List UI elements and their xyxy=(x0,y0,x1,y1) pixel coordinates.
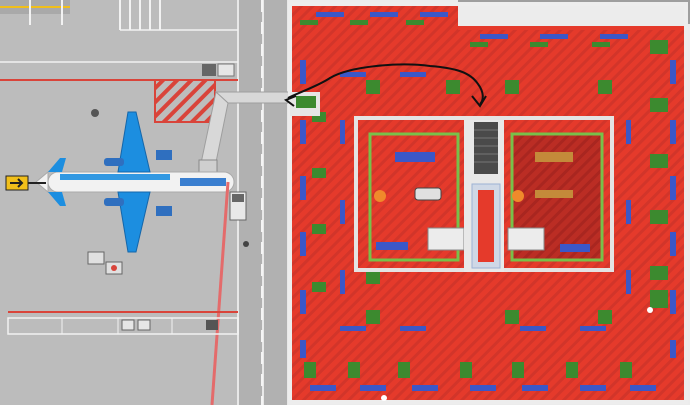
annotation-arrowhead-right xyxy=(471,95,487,108)
lounge-left-desk xyxy=(427,227,465,251)
planters-bottom xyxy=(304,362,632,378)
lounge-left-table xyxy=(414,187,442,201)
airplane-icon[interactable] xyxy=(35,111,235,253)
planters-top xyxy=(300,20,610,47)
marker-dot-2 xyxy=(243,241,249,247)
equipment-parking xyxy=(7,311,239,335)
gate-planter xyxy=(296,96,316,108)
fire-icon-left xyxy=(374,190,386,202)
lounge-right-seats-3[interactable] xyxy=(560,244,590,252)
lounge-left-seats-2[interactable] xyxy=(376,242,408,250)
seating-bottom[interactable] xyxy=(310,385,656,391)
stairwell-floor xyxy=(478,190,494,262)
seating-right[interactable] xyxy=(670,60,676,358)
lounge-right-desk xyxy=(507,227,545,251)
lounge-right-seats[interactable] xyxy=(535,152,573,162)
no-parking-zone xyxy=(154,79,216,123)
escalator-steps xyxy=(474,129,498,163)
door-marker-1 xyxy=(381,395,387,401)
seating-left[interactable] xyxy=(300,60,306,358)
lounge-left-seats[interactable] xyxy=(395,152,435,162)
terminal-outer-wall xyxy=(288,2,688,404)
baggage-vehicles xyxy=(87,251,123,275)
ground-vehicle-1 xyxy=(202,63,235,77)
freehand-arrow-icon xyxy=(287,63,484,105)
seating-mid-ring[interactable] xyxy=(340,72,631,331)
terminal-floor-top xyxy=(458,26,684,30)
planters-mid-ring xyxy=(366,80,612,324)
planters-right xyxy=(650,40,668,308)
lounge-right-seats-2[interactable] xyxy=(535,190,573,198)
annotation-arrowhead-left xyxy=(283,95,297,107)
escalator-icon[interactable] xyxy=(474,122,498,174)
door-marker-2 xyxy=(647,307,653,313)
arrow-right-icon xyxy=(10,178,24,188)
fire-icon-right xyxy=(512,190,524,202)
guide-line xyxy=(210,181,230,405)
marker-dot xyxy=(91,109,99,117)
planters-left xyxy=(312,112,326,292)
terminal-floor-notch xyxy=(458,6,684,26)
ground-vehicle-2 xyxy=(229,191,247,221)
seating-top[interactable] xyxy=(316,12,628,39)
